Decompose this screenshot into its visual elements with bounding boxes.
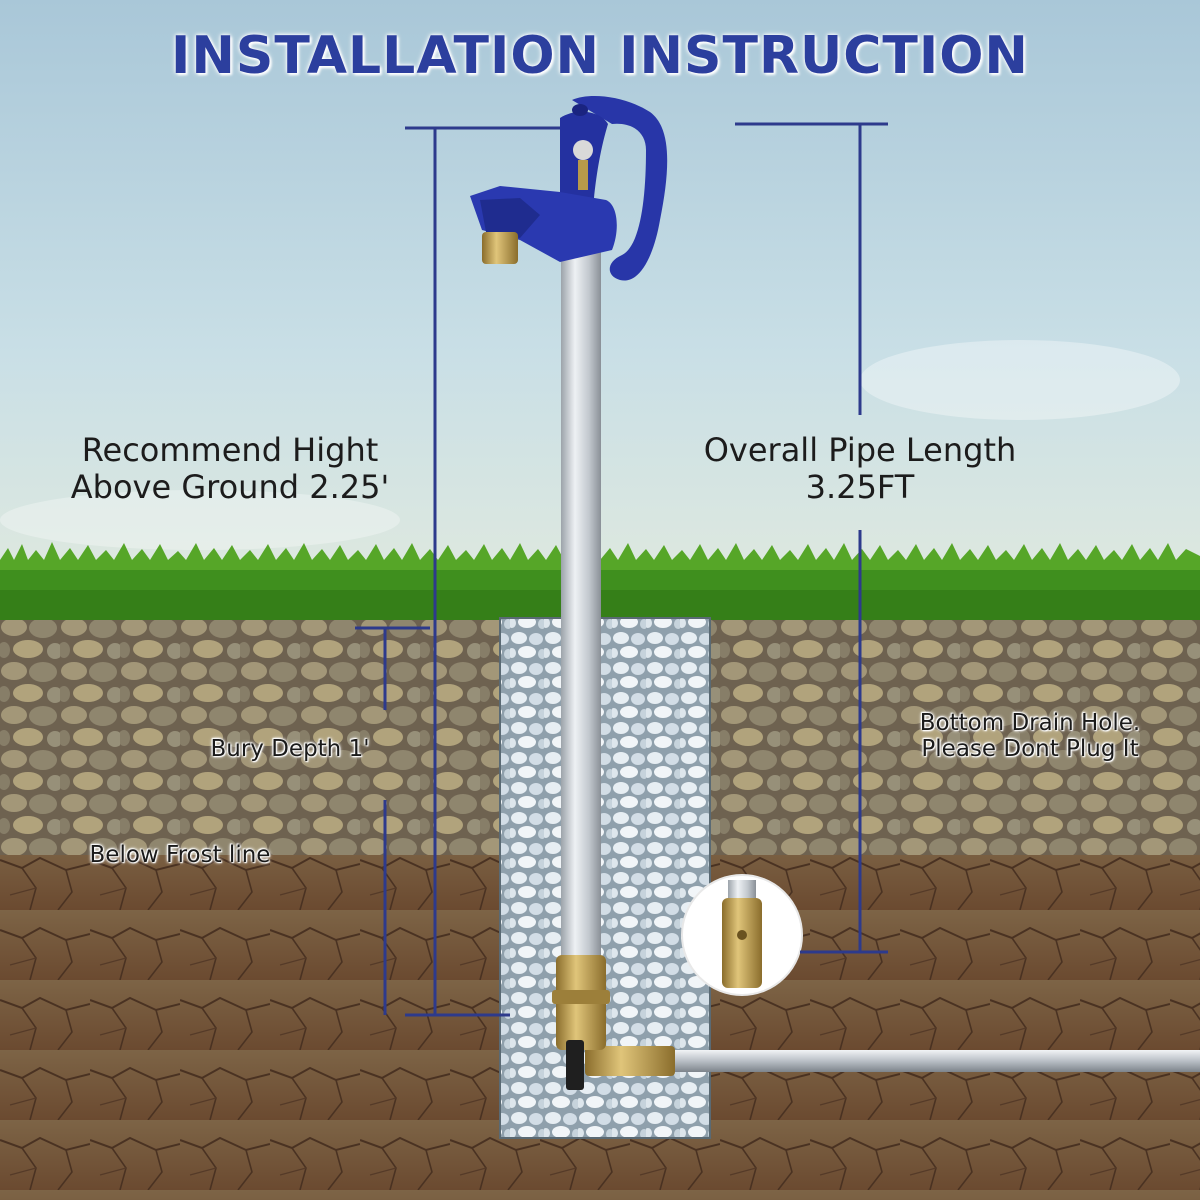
- overall-length-label: Overall Pipe Length 3.25FT: [660, 432, 1060, 506]
- overall-length-line2: 3.25FT: [805, 467, 915, 506]
- hydrant-head-icon: [470, 96, 668, 281]
- dimension-lines: [355, 122, 888, 1017]
- page-title: INSTALLATION INSTRUCTION: [171, 26, 1029, 86]
- drain-hole-line1: Bottom Drain Hole.: [919, 710, 1141, 736]
- recommend-height-line2: Above Ground 2.25': [70, 467, 390, 506]
- drain-hole-line2: Please Dont Plug It: [921, 736, 1139, 763]
- recommend-height-label: Recommend Hight Above Ground 2.25': [40, 432, 420, 506]
- recommend-height-line1: Recommend Hight: [81, 431, 379, 469]
- frost-line-label: Below Frost line: [89, 842, 271, 868]
- overall-length-line1: Overall Pipe Length: [703, 431, 1017, 469]
- supply-pipe: [660, 1050, 1200, 1072]
- bury-depth-label: Bury Depth 1': [210, 736, 370, 762]
- drain-valve-detail-icon: [681, 874, 803, 996]
- vertical-pipe: [561, 250, 601, 960]
- supply-coupling: [585, 1046, 675, 1076]
- drain-hole-label: Bottom Drain Hole. Please Dont Plug It: [870, 710, 1190, 763]
